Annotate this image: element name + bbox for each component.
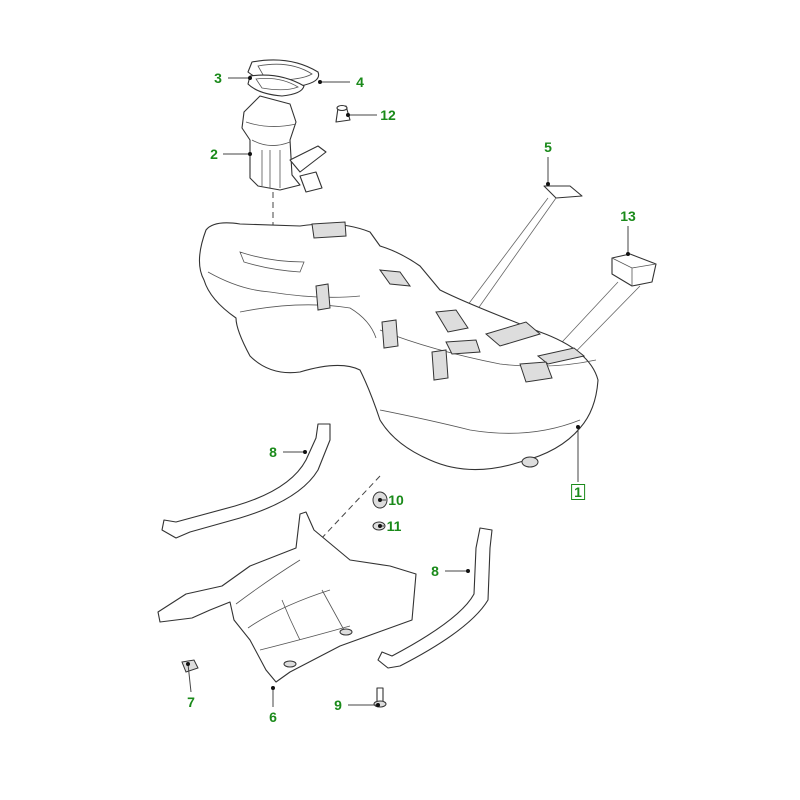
callout-7[interactable]: 7 <box>187 694 195 710</box>
callout-3[interactable]: 3 <box>214 70 222 86</box>
callout-12[interactable]: 12 <box>380 107 396 123</box>
callout-1[interactable]: 1 <box>571 484 585 500</box>
heat-shield[interactable] <box>157 511 417 683</box>
callout-8-left[interactable]: 8 <box>269 444 277 460</box>
nut-7[interactable] <box>181 659 199 673</box>
callout-8-right[interactable]: 8 <box>431 563 439 579</box>
pad-13[interactable] <box>611 253 657 287</box>
fuel-tank[interactable] <box>198 221 599 471</box>
strap-left[interactable] <box>161 423 331 539</box>
callout-10[interactable]: 10 <box>388 492 404 508</box>
fuel-pump-module[interactable] <box>241 95 327 193</box>
callout-5[interactable]: 5 <box>544 139 552 155</box>
callout-leaders <box>186 76 630 707</box>
callout-2[interactable]: 2 <box>210 146 218 162</box>
callout-11[interactable]: 11 <box>386 518 402 534</box>
seal-ring[interactable] <box>247 74 305 97</box>
callout-9[interactable]: 9 <box>334 697 342 713</box>
callout-4[interactable]: 4 <box>356 74 364 90</box>
bolt-9[interactable] <box>373 687 387 708</box>
cap[interactable] <box>335 104 351 123</box>
callout-13[interactable]: 13 <box>620 208 636 224</box>
pad-5[interactable] <box>543 185 583 199</box>
callout-6[interactable]: 6 <box>269 709 277 725</box>
strap-right[interactable] <box>377 527 493 669</box>
